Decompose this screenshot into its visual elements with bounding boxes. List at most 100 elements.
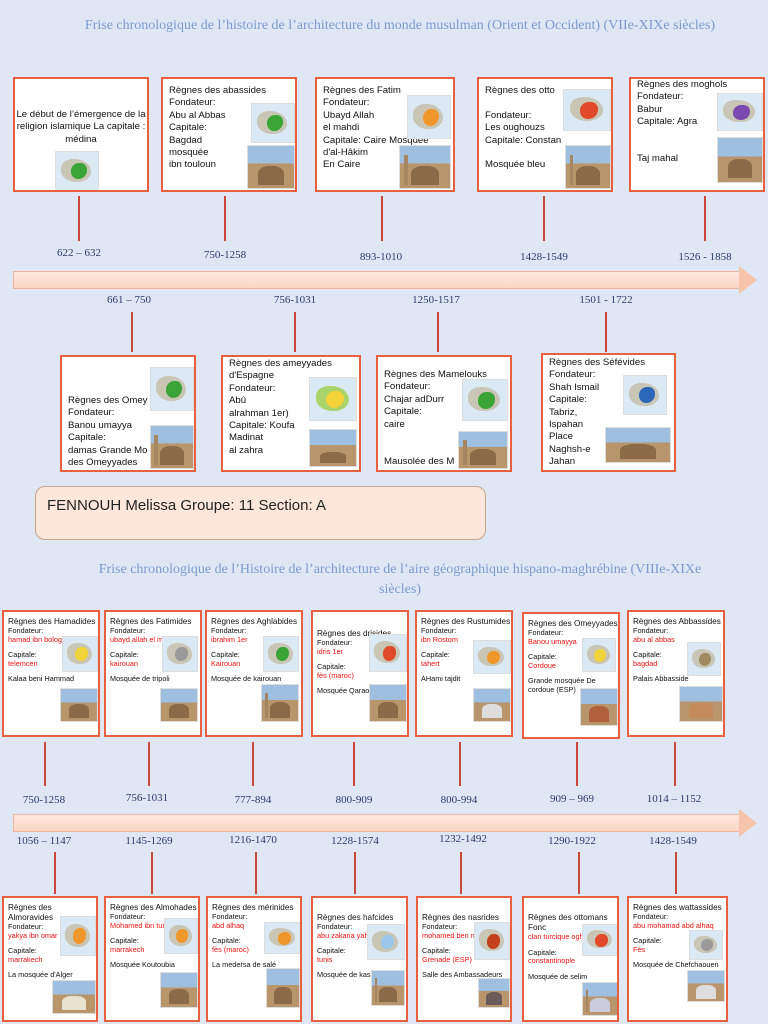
map-image [60, 916, 96, 956]
monument-image [473, 688, 511, 722]
connector-line [460, 852, 462, 894]
monument-image [60, 688, 98, 722]
mamluk-map-image [462, 379, 508, 421]
map-image [62, 636, 98, 672]
card-sefevides: Règnes des Séfévides Fondateur: Shah Ism… [541, 353, 676, 472]
date-label: 622 – 632 [34, 247, 124, 259]
timeline-2-title: Frise chronologique de l’Histoire de l’a… [80, 560, 720, 600]
monument-image [52, 980, 96, 1014]
timeline-arrow-1 [13, 271, 740, 289]
connector-line [578, 852, 580, 894]
author-box: FENNOUH Melissa Groupe: 11 Section: A [35, 486, 486, 540]
monument-label: Mosquée de tripoli [110, 675, 191, 684]
safavid-map-image [623, 375, 667, 415]
naghsh-e-jahan-image [605, 427, 671, 463]
monument-image [580, 688, 618, 726]
al-hakim-mosque-image [399, 145, 451, 189]
abbasid-map-image [251, 103, 295, 143]
map-image [367, 924, 405, 960]
date-label: 909 – 969 [527, 793, 617, 805]
card-hafcides: Règnes des hafcidesFondateur:abu zakaria… [311, 896, 408, 1022]
connector-line [255, 852, 257, 894]
connector-line [131, 312, 133, 352]
mamluk-mausoleum-image [458, 431, 508, 469]
fatimid-map-image [407, 95, 451, 139]
monument-image [369, 684, 407, 722]
date-label: 1216-1470 [208, 834, 298, 846]
umayyad-map-image [150, 367, 194, 411]
date-label: 1290-1922 [527, 835, 617, 847]
date-label: 893-1010 [336, 251, 426, 263]
monument-image [582, 982, 618, 1016]
date-label: 1056 – 1147 [0, 835, 89, 847]
card-wattassides: Règnes des wattassidesFondateur:abu moha… [627, 896, 728, 1022]
date-label: 1428-1549 [499, 251, 589, 263]
card-moghols: Règnes des moghols Fondateur: Babur Capi… [629, 77, 765, 192]
map-image [582, 924, 618, 956]
monument-image [478, 978, 510, 1008]
monument-image [371, 970, 405, 1006]
date-label: 750-1258 [0, 794, 89, 806]
map-image [162, 636, 198, 672]
timeline-arrow-2 [13, 814, 740, 832]
date-label: 1232-1492 [418, 833, 508, 845]
date-label: 750-1258 [180, 249, 270, 261]
card-idrisides: Règnes des drisidesFondateur:idris 1erCa… [311, 610, 409, 737]
umayyad-mosque-image [150, 425, 194, 469]
map-image [474, 922, 510, 960]
connector-line [674, 742, 676, 786]
map-image [689, 930, 723, 960]
card-text: Règnes des otto Fondateur: Les oughouzs … [485, 85, 561, 172]
map-image [582, 638, 616, 672]
map-image [369, 634, 407, 672]
date-label: 1145-1269 [104, 835, 194, 847]
date-label: 1228-1574 [310, 835, 400, 847]
iberia-map-image [309, 377, 357, 421]
taj-mahal-image [717, 137, 763, 183]
date-label: 800-909 [309, 794, 399, 806]
timeline-arrow-head [739, 266, 757, 294]
connector-line [354, 852, 356, 894]
connector-line [675, 852, 677, 894]
date-label: 1526 - 1858 [660, 251, 750, 263]
monument-image [687, 970, 725, 1002]
card-abbassides: Règnes des abassides Fondateur: Abu al A… [161, 77, 297, 192]
monument-label: Mosquée de selim [528, 973, 617, 982]
monument-label: Mosquée Koutoubia [110, 961, 196, 970]
date-label: 1250-1517 [391, 294, 481, 306]
ottoman-map-image [563, 89, 611, 131]
connector-line [704, 196, 706, 241]
connector-line [148, 742, 150, 786]
map-image [164, 918, 198, 954]
card-rustumides: Règnes des RustumidesFondateur:ibn Rosto… [415, 610, 513, 737]
connector-line [459, 742, 461, 786]
card-omeyyades-espagne: Règnes des ameyyades d'Espagne Fondateur… [221, 355, 361, 472]
timeline-arrow-head [739, 809, 757, 837]
monument-image [160, 972, 198, 1008]
card-ottomans: Règnes des otto Fondateur: Les oughouzs … [477, 77, 613, 192]
capital-value: constantinople [528, 957, 617, 966]
connector-line [224, 196, 226, 241]
card-islam-emergence: Le début de l’émergence de la religion i… [13, 77, 149, 192]
connector-line [44, 742, 46, 786]
connector-line [54, 852, 56, 894]
timeline-1-title: Frise chronologique de l’histoire de l’a… [80, 16, 720, 36]
card-text: Règnes des moghols Fondateur: Babur Capi… [637, 79, 727, 166]
connector-line [605, 312, 607, 352]
map-image [687, 642, 721, 676]
connector-line [78, 196, 80, 241]
map-image [263, 636, 299, 672]
monument-image [261, 684, 299, 722]
date-label: 800-994 [414, 794, 504, 806]
monument-image [679, 686, 723, 722]
card-almohades: Règnes des AlmohadesFondateur:Mohamed ib… [104, 896, 200, 1022]
date-label: 1501 - 1722 [561, 294, 651, 306]
connector-line [381, 196, 383, 241]
connector-line [543, 196, 545, 241]
